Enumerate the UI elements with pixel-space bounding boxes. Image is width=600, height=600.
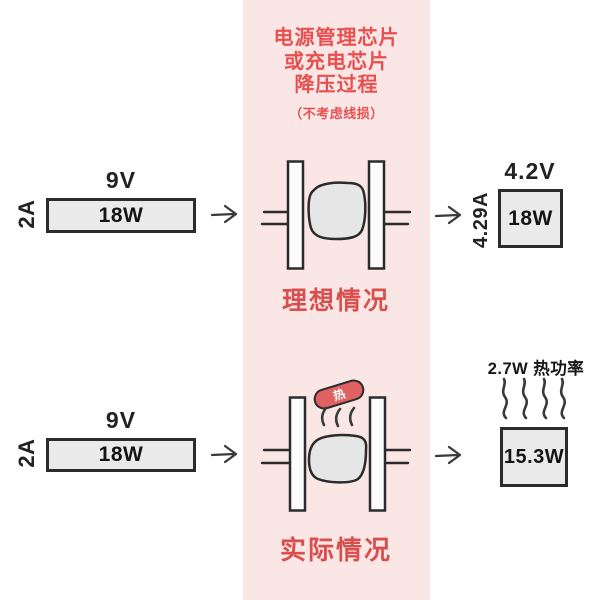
actual-output-box: 15.3W — [500, 427, 568, 487]
header-line-1: 电源管理芯片 — [273, 27, 400, 49]
arrow-right-icon — [434, 205, 462, 225]
ideal-label: 理想情况 — [281, 286, 390, 315]
heat-waves-icon — [501, 377, 566, 420]
header-line-3: 降压过程 — [294, 74, 379, 96]
header-note: （不考虑线损） — [289, 105, 384, 121]
heat-ticks-icon — [320, 406, 356, 428]
actual-output-power-label: 15.3W — [503, 445, 565, 468]
arrow-right-icon — [210, 444, 238, 464]
actual-label: 实际情况 — [279, 536, 392, 566]
arrow-right-icon — [434, 445, 462, 465]
header-title-block: 电源管理芯片 或充电芯片 降压过程 （不考虑线损） — [243, 27, 430, 122]
heat-badge-label: 热 — [331, 386, 347, 404]
ideal-input-box: 18W — [46, 198, 196, 233]
actual-input-current-label: 2A — [14, 438, 39, 468]
ideal-output-voltage-label: 4.2V — [504, 158, 556, 184]
actual-input-power-label: 18W — [98, 443, 144, 466]
pink-band — [243, 0, 430, 600]
actual-input-voltage-label: 9V — [105, 407, 137, 433]
buck-chip-icon-ideal — [260, 160, 412, 270]
header-line-2: 或充电芯片 — [284, 50, 389, 73]
ideal-input-voltage-label: 9V — [105, 167, 137, 193]
arrow-right-icon — [210, 204, 238, 224]
buck-chip-icon-actual — [260, 396, 412, 512]
ideal-input-current-label: 2A — [14, 199, 39, 229]
ideal-output-power-label: 18W — [508, 206, 553, 230]
ideal-output-current-label: 4.29A — [470, 192, 492, 248]
heat-power-label: 2.7W 热功率 — [487, 360, 585, 378]
ideal-input-power-label: 18W — [98, 203, 144, 227]
actual-input-box: 18W — [46, 438, 196, 472]
ideal-output-box: 18W — [498, 189, 563, 248]
